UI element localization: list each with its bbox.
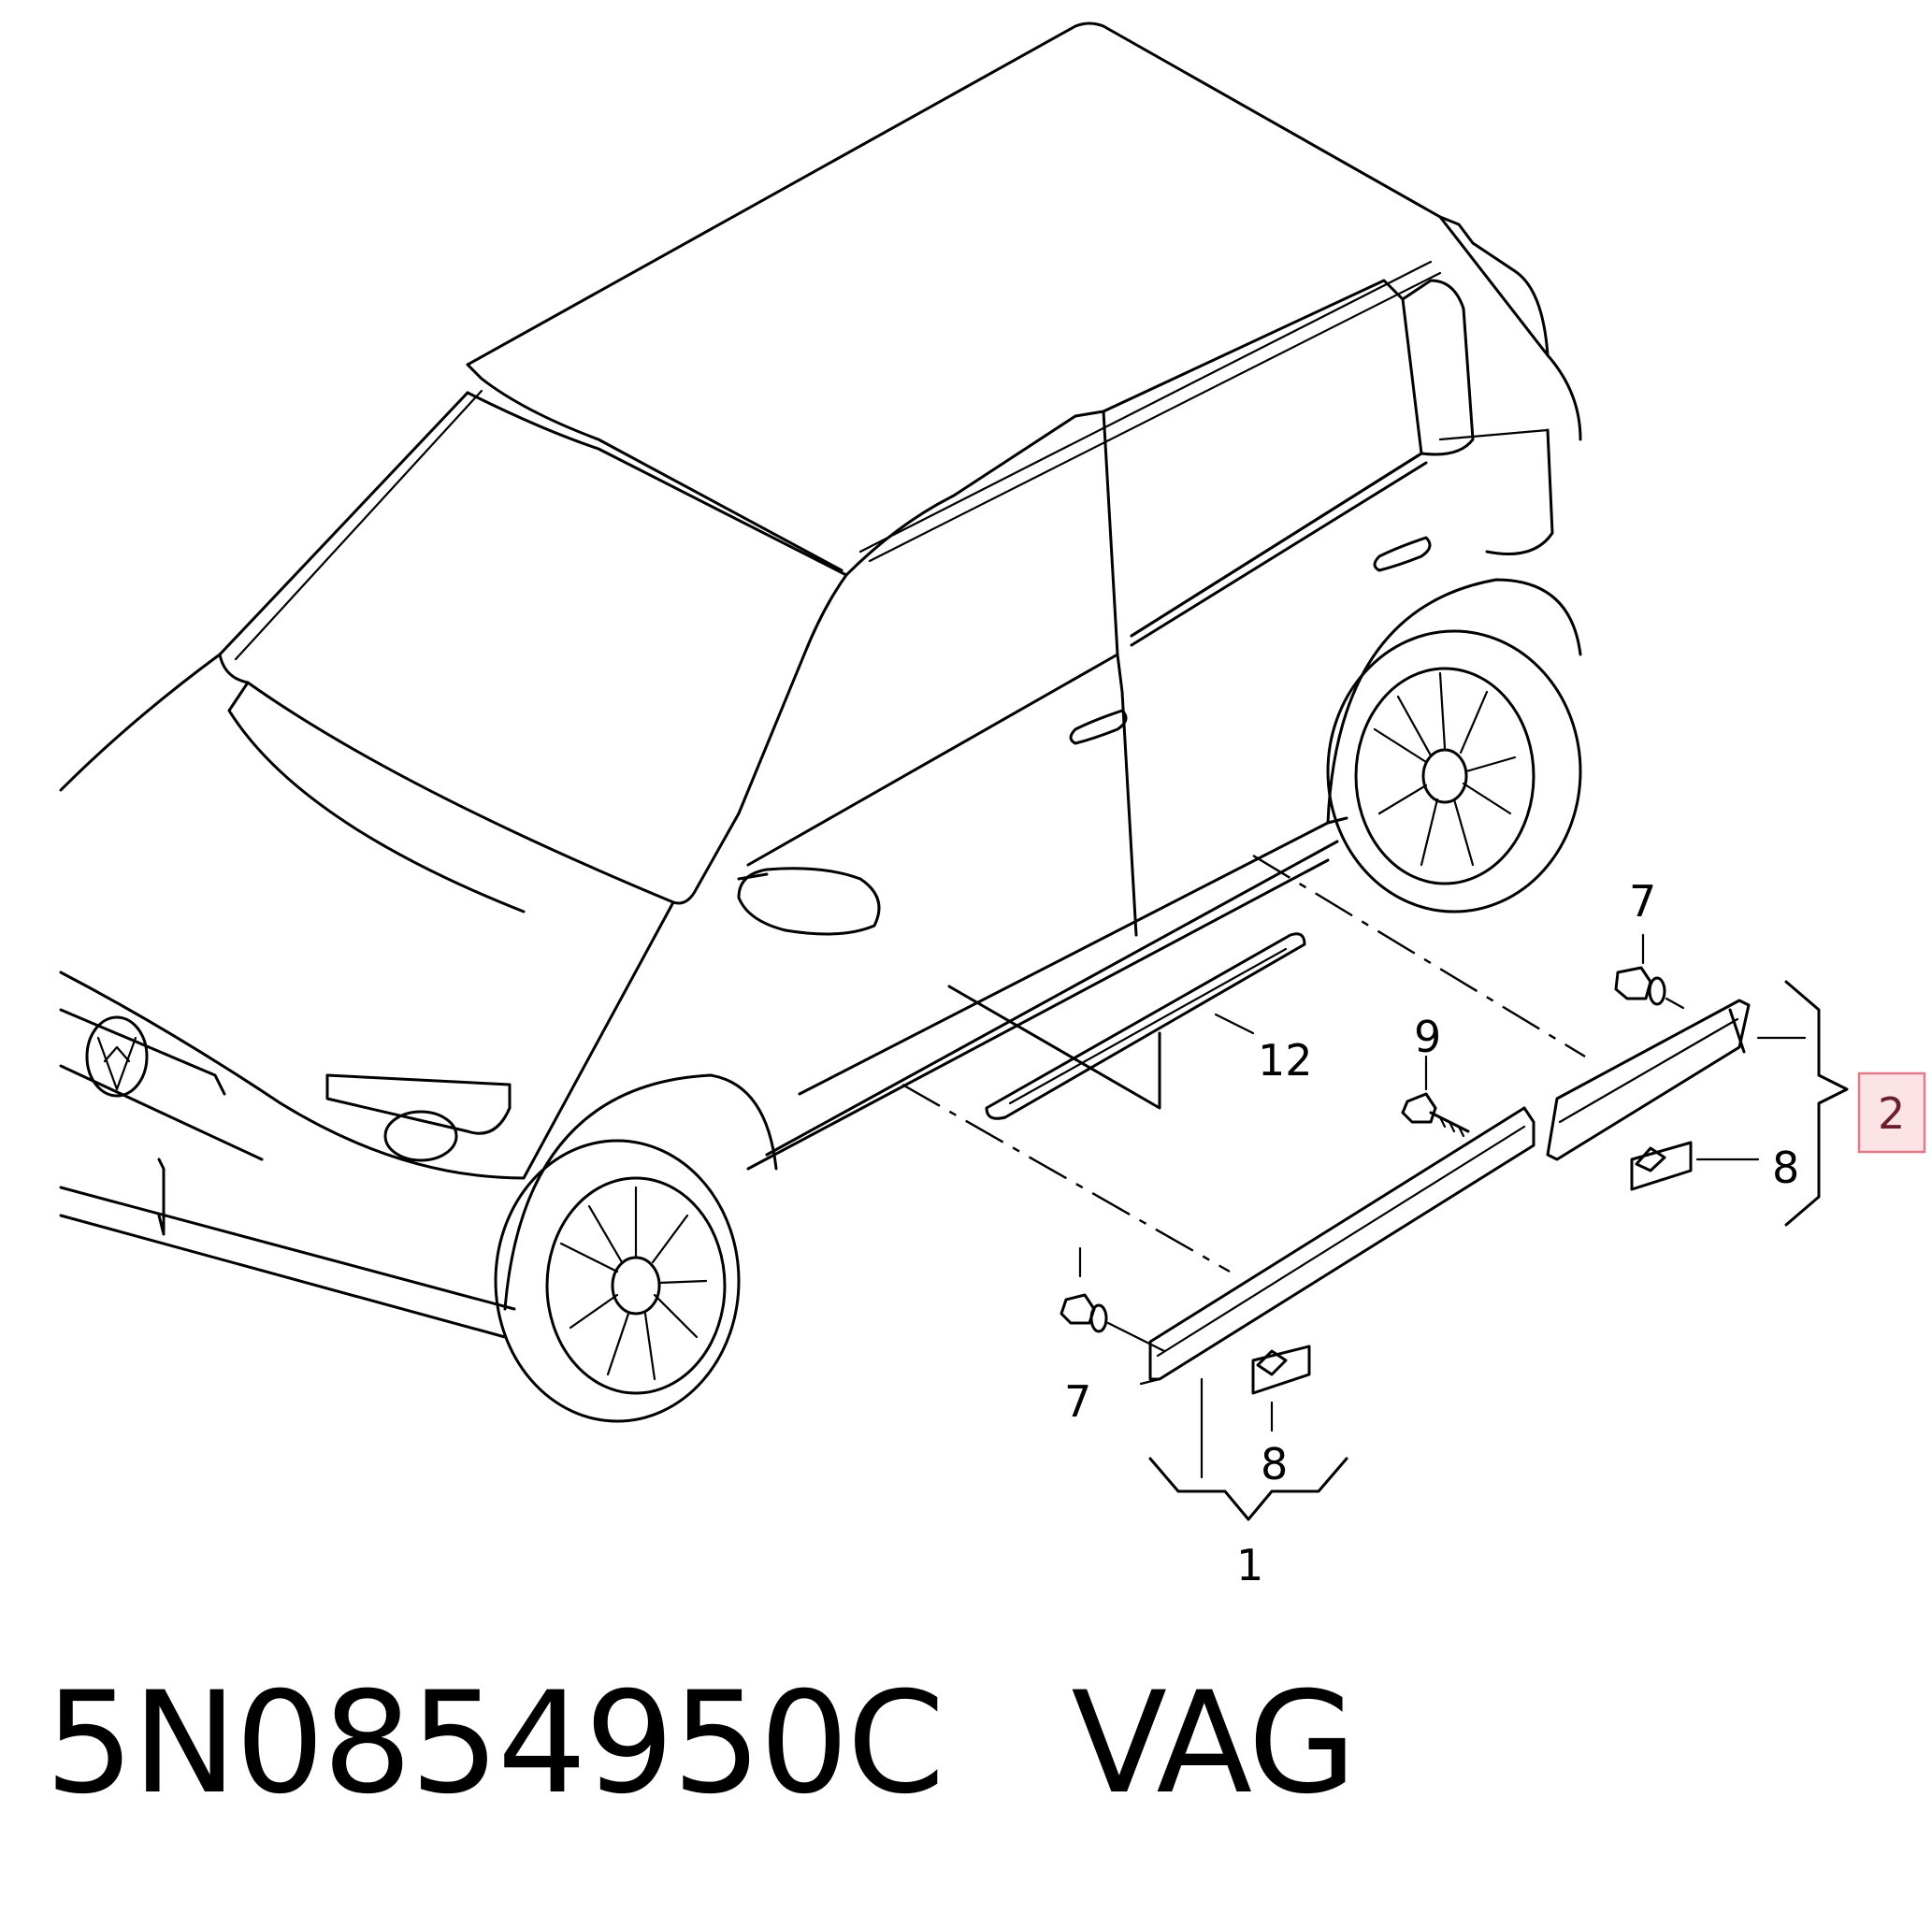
callout-8-front[interactable]: 8 [1261,1439,1288,1489]
fastener-clip-7-rear [1614,966,1685,1010]
callout-2-highlight [1857,1072,1926,1154]
part-2-molding [1546,999,1751,1161]
callout-2[interactable]: 2 [1878,1088,1905,1139]
fastener-screw-9 [1401,1092,1470,1138]
callout-12[interactable]: 12 [1258,1035,1313,1086]
assembly-guide-lines [901,854,1586,1273]
callout-8-rear[interactable]: 8 [1772,1143,1799,1193]
callout-labels: 7 9 12 8 7 8 1 2 [1064,876,1926,1590]
part-1-molding [1139,1106,1536,1386]
fastener-clip-7-front [1060,1293,1166,1353]
brand-name: VAG [1071,1662,1356,1825]
fastener-clip-8-front [1251,1345,1311,1395]
caption-spacer [943,1662,1071,1825]
part-number: 5N0854950C [45,1662,944,1825]
callout-leaders [1078,933,1849,1521]
fastener-clip-8-rear [1630,1141,1693,1191]
callout-7-rear[interactable]: 7 [1629,876,1656,927]
callout-9[interactable]: 9 [1414,1012,1441,1062]
vehicle-outline [59,22,1582,1423]
callout-1[interactable]: 1 [1236,1540,1263,1590]
part-number-caption: 5N0854950C VAG [45,1674,1357,1814]
callout-7-front[interactable]: 7 [1064,1376,1091,1427]
